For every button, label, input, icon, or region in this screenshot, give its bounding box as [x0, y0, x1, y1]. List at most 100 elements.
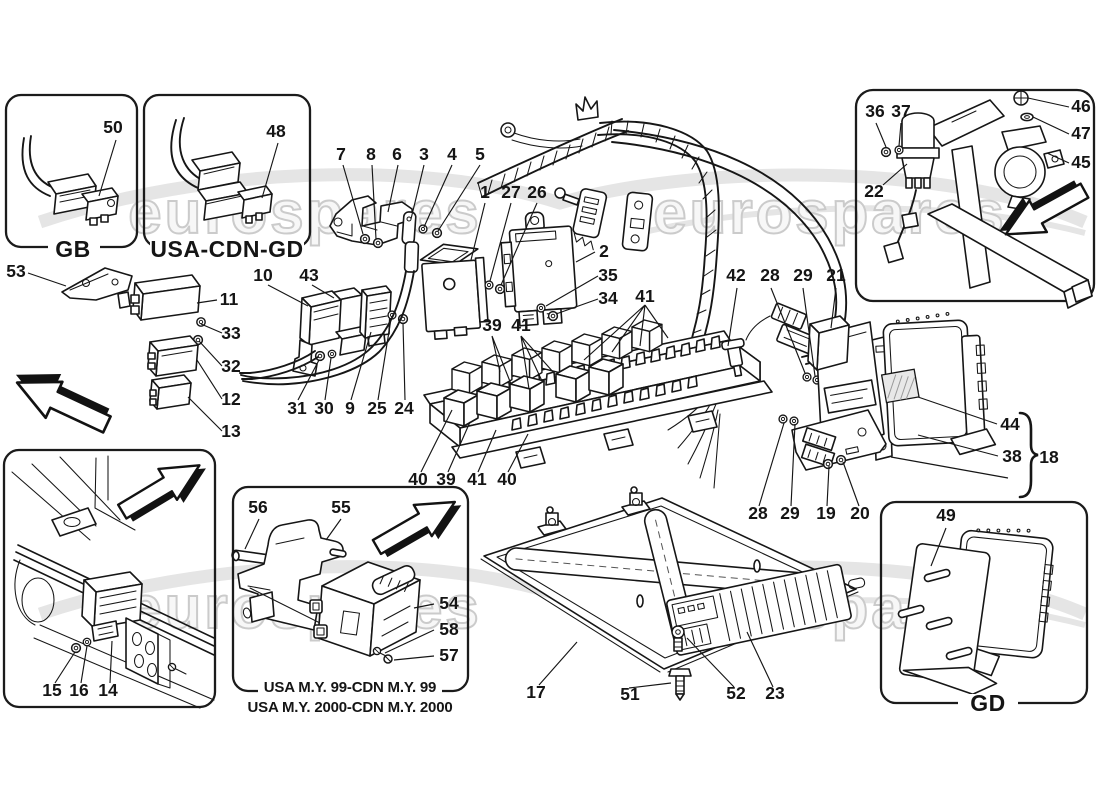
part-label-53: 53 [6, 261, 26, 281]
cover-tray [480, 486, 866, 701]
direction-arrow [111, 446, 217, 534]
inset-label-gb: GB [55, 236, 91, 262]
part-label-7: 7 [336, 144, 346, 164]
part-label-1: 1 [480, 182, 490, 202]
bolt-46 [1013, 90, 1029, 106]
part-label-9: 9 [345, 398, 355, 418]
part-label-6: 6 [392, 144, 402, 164]
part-label-25: 25 [367, 398, 387, 418]
part-label-13: 13 [221, 421, 241, 441]
part-label-28-bottom: 28 [748, 503, 768, 523]
part-label-39-bottom: 39 [436, 469, 456, 489]
part-label-27: 27 [501, 182, 520, 202]
solenoid-valve [883, 112, 940, 264]
part-label-37: 37 [891, 101, 910, 121]
part-label-49: 49 [936, 505, 956, 525]
part-label-14: 14 [98, 680, 118, 700]
part-label-52: 52 [726, 683, 746, 703]
inset-top-right-frame [854, 88, 1096, 303]
part-label-35: 35 [598, 265, 618, 285]
inset-top-right [880, 90, 1095, 309]
part-label-50: 50 [103, 117, 123, 137]
part-label-40-left: 40 [408, 469, 428, 489]
part-label-3: 3 [419, 144, 429, 164]
part-label-40-right: 40 [497, 469, 517, 489]
relay-cluster-10-43-9 [292, 285, 392, 377]
part-label-45: 45 [1071, 152, 1091, 172]
part-label-12: 12 [221, 389, 241, 409]
inset-gd [897, 528, 1054, 696]
part-label-55: 55 [331, 497, 351, 517]
part-label-42: 42 [726, 265, 746, 285]
watermark-text: eurospares [128, 179, 482, 246]
part-label-8: 8 [366, 144, 376, 164]
inset-label-gd: GD [970, 690, 1006, 716]
part-label-34: 34 [598, 288, 618, 308]
part-label-43: 43 [299, 265, 319, 285]
inset-usa-cdn-gd [170, 117, 273, 224]
part-label-48: 48 [266, 121, 286, 141]
control-unit-11 [130, 274, 201, 321]
part-label-44: 44 [1000, 414, 1020, 434]
inset-usa-my [231, 483, 472, 664]
part-label-57: 57 [439, 645, 458, 665]
inset-text-labels: GB USA-CDN-GD GD USA M.Y. 99-CDN M.Y. 99… [48, 236, 1018, 716]
ecu-1 [419, 243, 489, 340]
control-unit-14 [81, 571, 143, 642]
relay-12 [147, 335, 199, 377]
part-label-36: 36 [865, 101, 885, 121]
part-label-4: 4 [447, 144, 457, 164]
inset-label-usa-cdn-gd: USA-CDN-GD [150, 236, 303, 262]
part-label-46: 46 [1071, 96, 1091, 116]
part-label-26: 26 [527, 182, 547, 202]
part-label-31: 31 [287, 398, 307, 418]
part-label-11: 11 [220, 289, 239, 309]
callout-labels: 50 48 53 7 8 6 3 4 5 1 27 26 36 37 22 46… [6, 96, 1091, 704]
part-label-10: 10 [253, 265, 273, 285]
mount-bracket-678 [329, 195, 414, 246]
control-unit-54 [309, 561, 421, 657]
part-label-38: 38 [1002, 446, 1022, 466]
note-usa-my-line2: USA M.Y. 2000-CDN M.Y. 2000 [248, 699, 453, 716]
part-label-54: 54 [439, 593, 459, 613]
part-label-32: 32 [221, 356, 241, 376]
direction-arrow [366, 483, 472, 569]
strap-3 [401, 211, 420, 273]
fuse-puller [721, 338, 745, 378]
screw-51 [668, 668, 692, 701]
part-label-39-top: 39 [482, 315, 502, 335]
part-label-29-top: 29 [793, 265, 813, 285]
part-label-29-bottom: 29 [780, 503, 800, 523]
part-label-17: 17 [526, 682, 545, 702]
part-label-22: 22 [864, 181, 884, 201]
part-label-5: 5 [475, 144, 485, 164]
inset-bottom-left-frame [2, 448, 217, 709]
right-ecu-assembly [791, 311, 997, 471]
direction-arrow [3, 355, 120, 444]
part-label-41-top-right: 41 [635, 286, 655, 306]
part-label-16: 16 [69, 680, 89, 700]
part-label-41-bottom: 41 [467, 469, 487, 489]
leader-lines [27, 97, 1070, 689]
inset-bottom-left [11, 446, 217, 709]
part-label-47: 47 [1071, 123, 1090, 143]
part-label-58: 58 [439, 619, 459, 639]
part-label-21: 21 [826, 265, 846, 285]
part-label-24: 24 [394, 398, 414, 418]
note-usa-my-line1: USA M.Y. 99-CDN M.Y. 99 [264, 679, 436, 696]
relay-13 [149, 374, 192, 410]
part-label-41-top-left: 41 [511, 315, 531, 335]
part-label-18: 18 [1039, 447, 1059, 467]
fuse-relay-board [423, 319, 773, 469]
wiring-harness [477, 96, 848, 489]
part-label-20: 20 [850, 503, 870, 523]
bracket-53 [61, 267, 133, 309]
part-label-2: 2 [599, 241, 609, 261]
part-label-23: 23 [765, 683, 785, 703]
part-label-56: 56 [248, 497, 268, 517]
bolt-and-plates [554, 187, 654, 252]
part-label-28-top: 28 [760, 265, 780, 285]
vent-grid-23 [666, 563, 866, 656]
